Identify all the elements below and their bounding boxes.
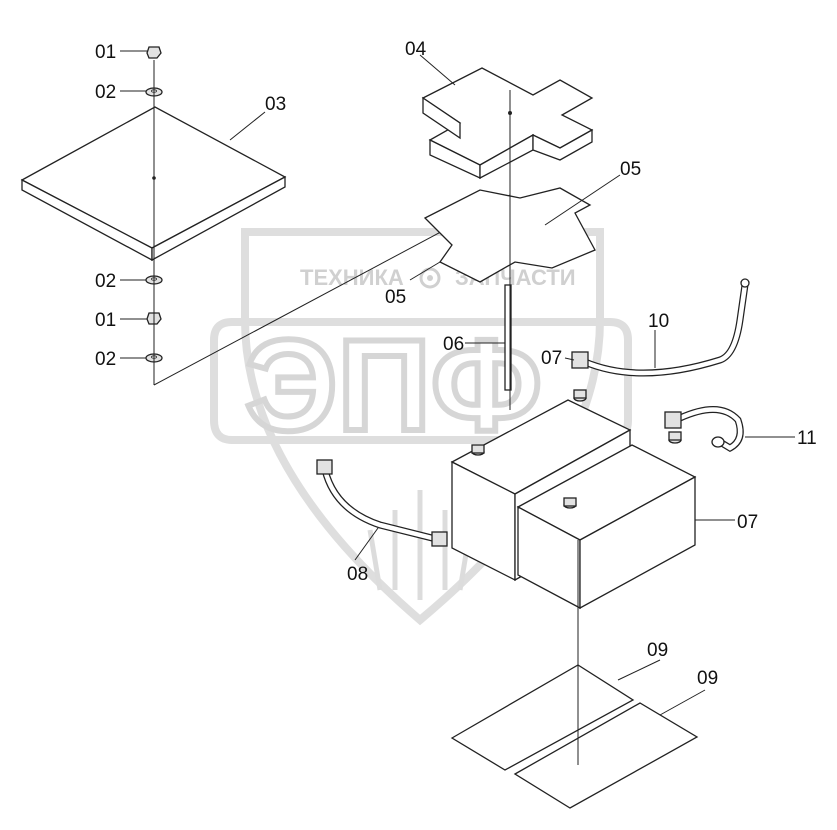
label-09-lower: 09: [697, 668, 718, 689]
label-02-middle: 02: [95, 271, 116, 292]
watermark: ЭПФ ТЕХНИКА ЗАПЧАСТИ: [210, 228, 632, 626]
pad-09-lower: [513, 702, 699, 809]
label-06: 06: [443, 334, 464, 355]
label-01-top: 01: [95, 42, 116, 63]
watermark-big-text: ЭПФ: [245, 312, 542, 458]
rod-06: [504, 284, 512, 391]
label-09-upper: 09: [647, 640, 668, 661]
label-03: 03: [265, 94, 286, 115]
label-07-upper: 07: [541, 348, 562, 369]
label-02-top: 02: [95, 82, 116, 103]
cross-bracket-04: [421, 67, 594, 180]
label-05-left: 05: [385, 287, 406, 308]
watermark-gear-icon: [419, 267, 441, 289]
cable-08: [316, 459, 448, 547]
leader-lines: [120, 50, 795, 716]
nut-top: [146, 46, 162, 59]
label-08: 08: [347, 564, 368, 585]
cable-10: [571, 278, 750, 377]
label-02-bottom: 02: [95, 349, 116, 370]
label-07-lower: 07: [737, 512, 758, 533]
label-05-right: 05: [620, 159, 641, 180]
pad-09-upper: [450, 664, 635, 771]
watermark-left-text: ТЕХНИКА: [300, 265, 404, 290]
label-04: 04: [405, 39, 427, 60]
label-11: 11: [797, 428, 817, 449]
label-01-bottom: 01: [95, 310, 116, 331]
battery-right: [516, 431, 697, 610]
label-10: 10: [648, 311, 669, 332]
cable-11: [664, 406, 744, 453]
